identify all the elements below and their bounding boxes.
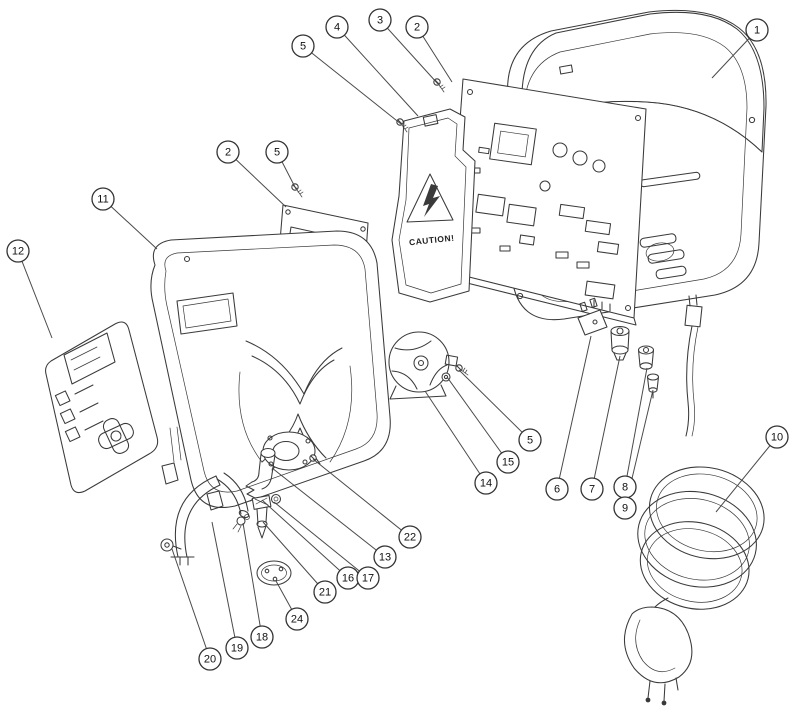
callout-14: 14 <box>474 471 498 495</box>
callout-8: 8 <box>613 475 637 499</box>
callout-4: 4 <box>325 15 349 39</box>
svg-text:17: 17 <box>362 573 374 585</box>
hose-clamp-part <box>232 514 250 533</box>
svg-text:15: 15 <box>502 457 514 469</box>
screw-part <box>396 118 409 133</box>
main-pcb-part <box>448 78 647 326</box>
screw-part <box>291 183 304 198</box>
power-plug <box>623 606 693 706</box>
callout-3: 3 <box>368 8 392 32</box>
hose-part <box>216 472 250 518</box>
svg-text:6: 6 <box>554 484 560 496</box>
callout-7: 7 <box>580 477 604 501</box>
dpad-buttons <box>98 418 134 454</box>
svg-text:12: 12 <box>12 246 24 258</box>
svg-text:2: 2 <box>225 147 231 159</box>
callout-11: 11 <box>91 187 115 211</box>
svg-text:11: 11 <box>97 194 108 206</box>
callout-leader-lines <box>17 19 778 660</box>
svg-text:18: 18 <box>256 632 268 644</box>
callout-1: 1 <box>745 18 769 42</box>
inner-panel-part: CAUTION! <box>391 108 476 303</box>
callout-20: 20 <box>198 647 222 671</box>
fitting-part <box>646 373 660 399</box>
svg-text:4: 4 <box>334 22 340 34</box>
fitting-part <box>610 325 630 361</box>
cover-cap-part <box>256 560 292 586</box>
callout-9: 9 <box>613 496 637 520</box>
micro-switch-part <box>577 297 608 336</box>
remote-display-part <box>45 321 159 494</box>
callout-16: 16 <box>336 566 360 590</box>
callout-2: 2 <box>405 15 429 39</box>
svg-text:5: 5 <box>300 41 306 53</box>
elbow-part <box>245 447 276 502</box>
callout-5: 5 <box>291 34 315 58</box>
svg-text:5: 5 <box>527 435 533 447</box>
power-cord-part <box>623 294 765 706</box>
caution-triangle-icon <box>406 173 454 223</box>
callout-19: 19 <box>225 636 249 660</box>
svg-text:20: 20 <box>204 654 216 666</box>
callout-21: 21 <box>313 580 337 604</box>
svg-text:24: 24 <box>291 614 303 626</box>
callout-18: 18 <box>250 625 274 649</box>
svg-text:22: 22 <box>404 532 416 544</box>
screw-part <box>309 454 317 462</box>
callout-6: 6 <box>545 477 569 501</box>
screw-part <box>455 364 469 376</box>
callout-22: 22 <box>398 525 422 549</box>
svg-text:16: 16 <box>342 573 354 585</box>
callout-5: 5 <box>518 428 542 452</box>
tube-bracket-part <box>170 475 221 566</box>
callout-2: 2 <box>216 140 240 164</box>
callout-12: 12 <box>6 239 30 263</box>
caution-label: CAUTION! <box>409 233 455 248</box>
callout-24: 24 <box>285 607 309 631</box>
svg-text:1: 1 <box>754 25 760 37</box>
svg-text:2: 2 <box>414 22 420 34</box>
svg-text:9: 9 <box>622 503 628 515</box>
motor-part <box>388 331 459 400</box>
svg-text:13: 13 <box>379 552 391 564</box>
drain-boss <box>262 431 316 471</box>
svg-text:19: 19 <box>231 643 243 655</box>
svg-text:10: 10 <box>771 432 783 444</box>
injector-part <box>251 494 272 539</box>
front-cover-part <box>150 230 391 511</box>
svg-text:5: 5 <box>274 147 280 159</box>
callout-10: 10 <box>765 425 789 449</box>
svg-text:21: 21 <box>319 587 331 599</box>
callout-17: 17 <box>356 566 380 590</box>
svg-text:14: 14 <box>480 478 492 490</box>
callout-5: 5 <box>265 140 289 164</box>
svg-text:8: 8 <box>622 482 628 494</box>
svg-text:7: 7 <box>589 484 595 496</box>
callout-13: 13 <box>373 545 397 569</box>
oring-part <box>270 493 282 505</box>
thumb-screw-part <box>160 538 182 552</box>
fitting-part <box>637 345 655 370</box>
svg-text:3: 3 <box>377 15 383 27</box>
callout-15: 15 <box>496 450 520 474</box>
